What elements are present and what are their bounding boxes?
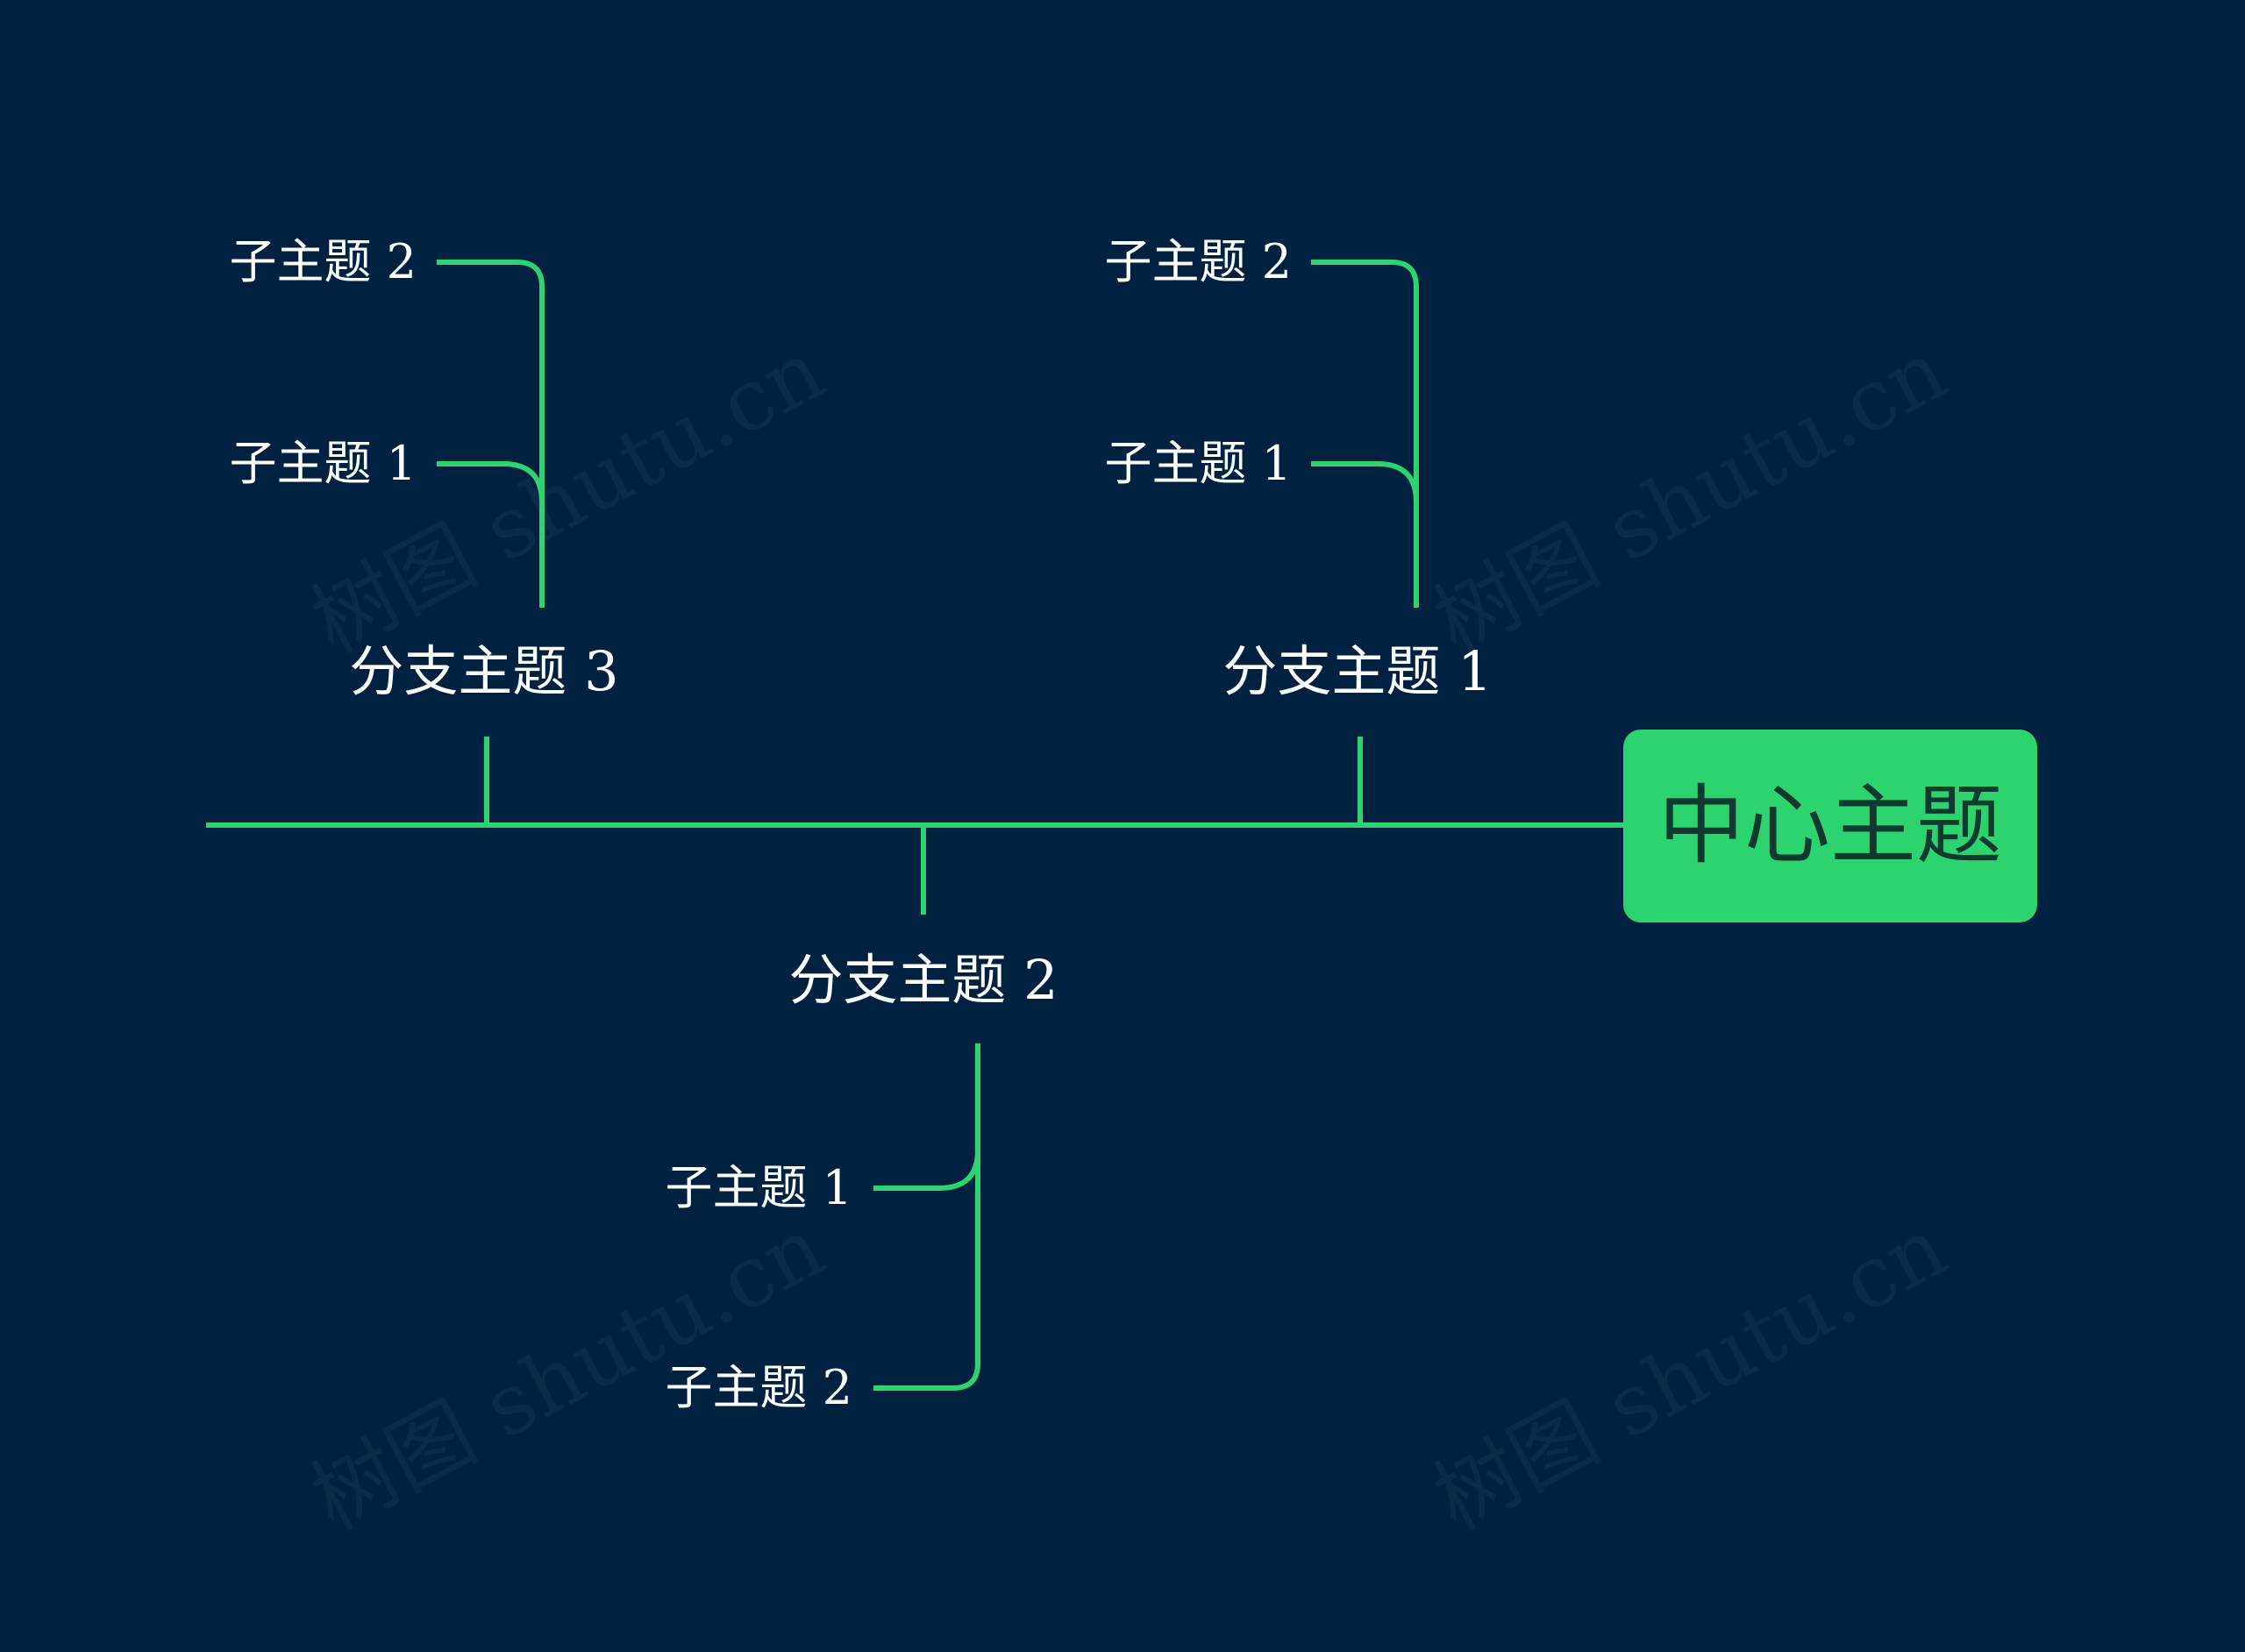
branch-1-spine <box>1311 260 1419 608</box>
subtopic-label[interactable]: 子主题 1 <box>665 1160 852 1215</box>
subtopic-label[interactable]: 子主题 2 <box>229 234 417 289</box>
branch-3-sub-1-link <box>437 461 545 503</box>
central-topic-label: 中心主题 <box>1657 776 2002 876</box>
branch-label-2[interactable]: 分支主题 2 <box>788 948 1058 1012</box>
subtopic-label[interactable]: 子主题 1 <box>229 436 417 491</box>
branch-2-spine <box>873 1043 980 1391</box>
subtopic-label[interactable]: 子主题 2 <box>665 1360 852 1415</box>
branch-1-sub-1-link <box>1311 461 1419 503</box>
subtopic-label[interactable]: 子主题 1 <box>1104 436 1292 491</box>
branch-label-1[interactable]: 分支主题 1 <box>1222 639 1493 703</box>
subtopic-label[interactable]: 子主题 2 <box>1104 234 1292 289</box>
branch-2-sub-1-link <box>873 1150 980 1191</box>
central-topic-node[interactable]: 中心主题 <box>1623 730 2037 922</box>
branch-label-3[interactable]: 分支主题 3 <box>349 639 619 703</box>
branch-3-spine <box>437 260 545 608</box>
